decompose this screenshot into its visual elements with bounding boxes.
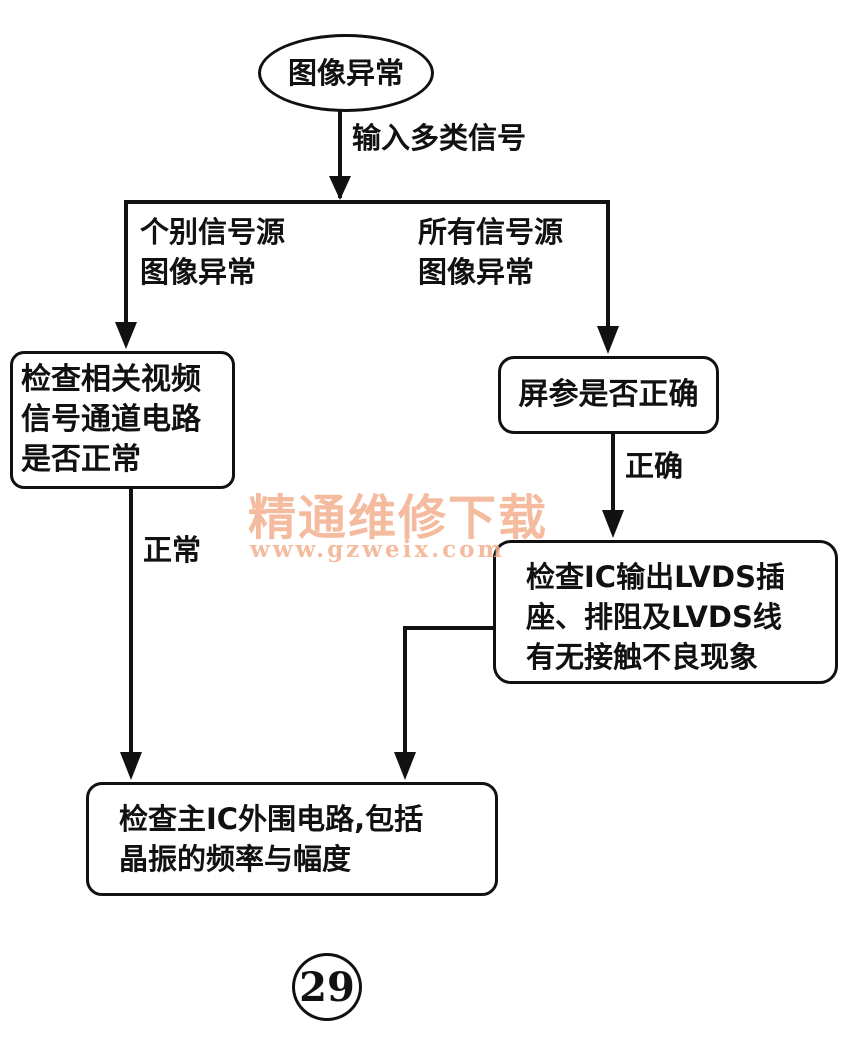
edge-label-line: 图像异常 — [418, 255, 535, 289]
node-check-main-ic: 检查主IC外围电路,包括 晶振的频率与幅度 — [86, 782, 498, 896]
edge-label-line: 图像异常 — [140, 255, 257, 289]
node-text-line: 检查相关视频 — [21, 362, 201, 397]
node-text-line: 座、排阻及LVDS线 — [526, 600, 782, 634]
node-text-line: 检查主IC外围电路,包括 — [119, 802, 424, 836]
edge-label-correct: 正确 — [625, 449, 684, 483]
edge-label-line: 所有信号源 — [418, 215, 564, 249]
arrowhead-bottom-left — [120, 752, 142, 780]
edge-label-all-sources: 所有信号源 图像异常 — [418, 212, 563, 292]
arrowhead-lvds — [602, 510, 624, 538]
edge-label-input-signals: 输入多类信号 — [352, 121, 527, 155]
connector-lvds-to-bottom — [403, 626, 495, 768]
node-text-line: 信号通道电路 — [21, 402, 201, 437]
arrowhead-left-branch — [115, 322, 137, 349]
node-check-lvds: 检查IC输出LVDS插 座、排阻及LVDS线 有无接触不良现象 — [493, 540, 838, 684]
node-text-line: 检查IC输出LVDS插 — [526, 560, 785, 594]
edge-label-individual-source: 个别信号源 图像异常 — [140, 212, 285, 292]
arrowhead-right-branch — [597, 326, 619, 354]
watermark-site-url: www.gzweix.com — [250, 536, 505, 563]
node-text-line: 是否正常 — [21, 442, 141, 477]
node-check-video-channel: 检查相关视频 信号通道电路 是否正常 — [10, 351, 235, 489]
node-image-abnormal: 图像异常 — [258, 34, 434, 112]
node-screen-param: 屏参是否正确 — [498, 356, 719, 434]
arrowhead-bottom-right — [394, 752, 416, 780]
arrowhead-split — [329, 176, 351, 200]
edge-label-normal: 正常 — [143, 533, 202, 567]
watermark-site-name: 精通维修下载 — [248, 490, 549, 546]
figure-number: 29 — [292, 953, 362, 1021]
node-text-line: 有无接触不良现象 — [526, 640, 759, 674]
node-text-line: 晶振的频率与幅度 — [119, 842, 352, 876]
edge-label-line: 个别信号源 — [140, 215, 286, 249]
